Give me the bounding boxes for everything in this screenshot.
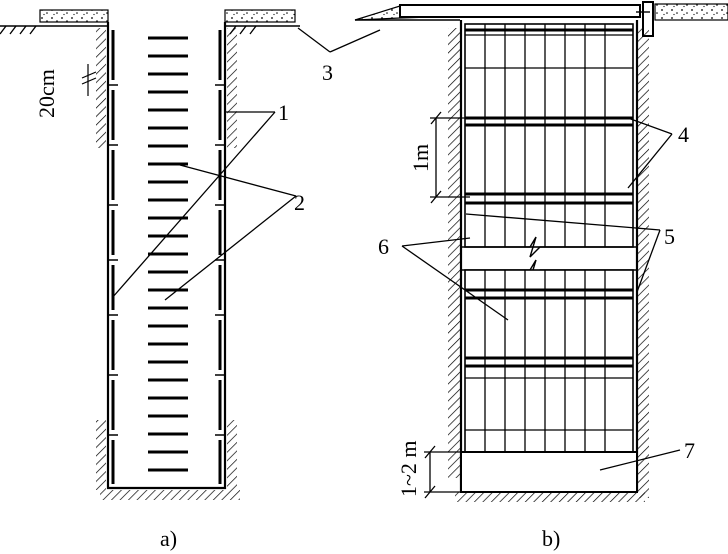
label-3-group: 3 xyxy=(297,27,381,85)
dim-1m-marks xyxy=(430,111,470,204)
sheeting-upper-b xyxy=(464,23,634,248)
label-3: 3 xyxy=(322,60,333,85)
dim-1m-label: 1m xyxy=(408,144,433,172)
panel-b: 1m 1~2 m 4 5 6 7 b) xyxy=(354,1,728,551)
wall-hatch-right-b xyxy=(637,28,649,498)
caption-a: a) xyxy=(160,526,177,551)
dim-1-2m-label: 1~2 m xyxy=(396,440,421,497)
board-joints-a xyxy=(108,84,225,436)
dim-1-2m-marks xyxy=(424,445,461,499)
label-1: 1 xyxy=(278,100,289,125)
leaders-a xyxy=(111,111,297,301)
wall-hatch-right-a xyxy=(227,28,237,148)
horizontal-struts-a xyxy=(148,36,188,472)
dim-20cm-marks xyxy=(81,64,97,96)
bottom-unsupported-zone xyxy=(460,451,638,493)
bottom-hatch-a xyxy=(100,490,240,500)
panel-a: 20cm 1 2 a) xyxy=(0,9,305,551)
ground-soil-right-b xyxy=(654,3,728,21)
ground-hatch-a xyxy=(0,25,257,35)
break-line-upper xyxy=(461,236,637,258)
wall-hatch-left-b xyxy=(448,28,460,478)
caption-b: b) xyxy=(542,526,560,551)
label-2: 2 xyxy=(294,190,305,215)
sheeting-lower-b xyxy=(464,269,634,453)
label-7: 7 xyxy=(684,438,695,463)
ground-soil-left-a xyxy=(39,9,109,23)
label-5: 5 xyxy=(664,224,675,249)
dim-20cm-label: 20cm xyxy=(34,69,59,118)
top-cross-beam xyxy=(399,4,641,18)
trench-outline-a xyxy=(106,22,227,490)
ground-soil-right-a xyxy=(224,9,296,23)
sheeting-boards-a xyxy=(111,30,222,484)
label-6: 6 xyxy=(378,234,389,259)
wall-hatch-left-a xyxy=(96,28,106,148)
leaders-b xyxy=(401,117,681,471)
label-4: 4 xyxy=(678,122,689,147)
